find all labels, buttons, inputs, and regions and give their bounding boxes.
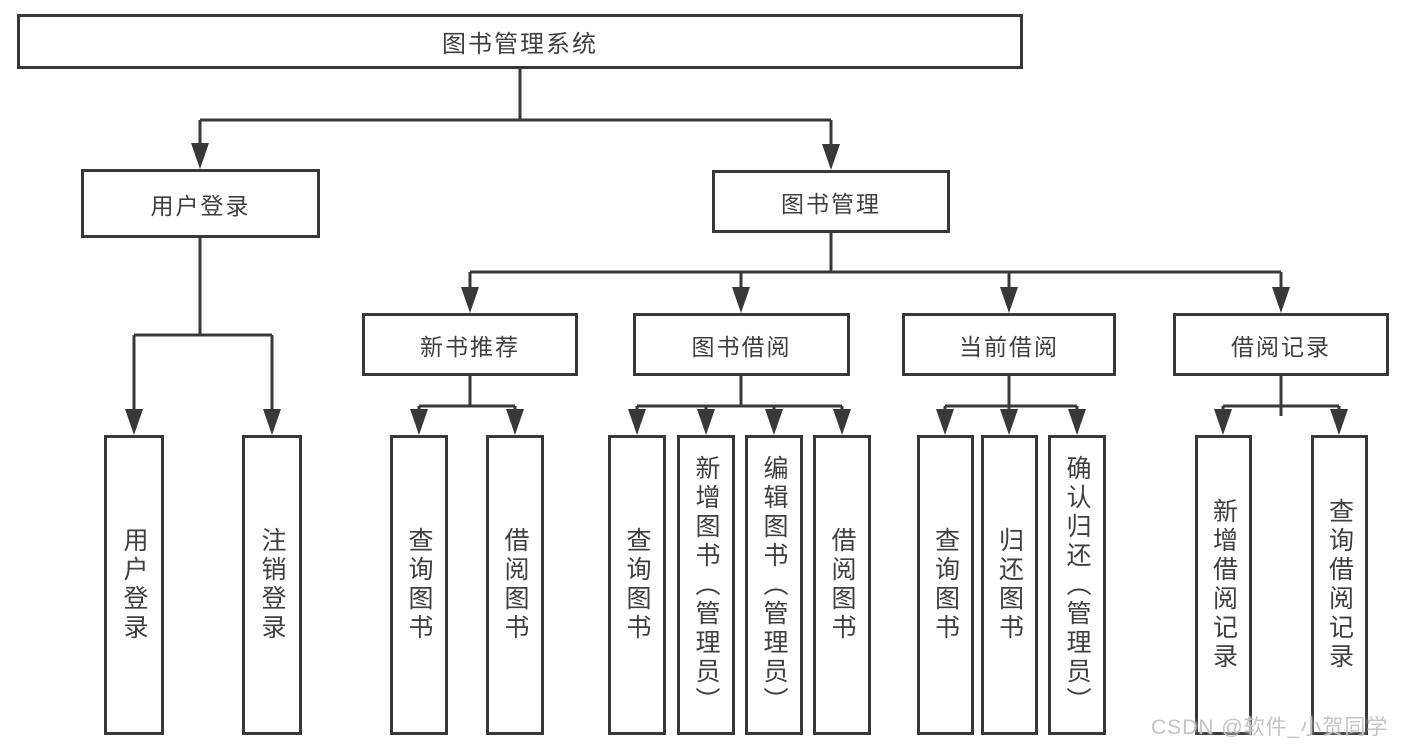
leaf-label: 新增借阅记录 — [1209, 498, 1238, 672]
leaf-label: 编辑图书（管理员） — [760, 454, 788, 716]
leaf-label: 查询图书 — [623, 527, 651, 643]
leaf-label: 确认归还（管理员） — [1063, 454, 1091, 716]
leaf-edit-books-admin: 编辑图书（管理员） — [745, 435, 803, 735]
leaf-query-books-3: 查询图书 — [917, 435, 974, 735]
node-book-management: 图书管理 — [712, 170, 950, 233]
node-new-book-recommend: 新书推荐 — [362, 313, 578, 376]
leaf-label: 注销登录 — [258, 527, 286, 643]
node-borrow-record: 借阅记录 — [1173, 313, 1389, 376]
leaf-query-borrow-record: 查询借阅记录 — [1311, 435, 1368, 735]
leaf-borrow-books-2: 借阅图书 — [813, 435, 871, 735]
leaf-confirm-return-admin: 确认归还（管理员） — [1048, 435, 1106, 735]
leaf-label: 查询图书 — [931, 527, 960, 643]
node-current-borrow: 当前借阅 — [902, 313, 1116, 376]
node-root-system: 图书管理系统 — [17, 14, 1023, 69]
leaf-label: 查询借阅记录 — [1325, 498, 1354, 672]
leaf-label: 借阅图书 — [501, 527, 529, 643]
leaf-logout: 注销登录 — [242, 435, 302, 735]
leaf-add-books-admin: 新增图书（管理员） — [677, 435, 735, 735]
node-label: 图书管理 — [781, 190, 881, 217]
leaf-label: 用户登录 — [120, 527, 148, 643]
node-user-login: 用户登录 — [81, 169, 320, 238]
node-label: 新书推荐 — [420, 333, 520, 360]
leaf-query-books-2: 查询图书 — [608, 435, 666, 735]
node-label: 图书管理系统 — [442, 31, 598, 58]
leaf-label: 借阅图书 — [828, 527, 856, 643]
node-label: 当前借阅 — [959, 333, 1059, 360]
leaf-label: 新增图书（管理员） — [692, 454, 720, 716]
node-label: 图书借阅 — [691, 333, 792, 360]
leaf-user-login: 用户登录 — [104, 435, 164, 735]
node-label: 用户登录 — [150, 192, 251, 219]
leaf-add-borrow-record: 新增借阅记录 — [1195, 435, 1252, 735]
csdn-watermark: CSDN @软件_小贺同学 — [1151, 716, 1389, 739]
arrowhead-icons — [125, 143, 1348, 435]
leaf-label: 归还图书 — [995, 527, 1024, 643]
leaf-label: 查询图书 — [405, 527, 433, 643]
leaf-query-books-1: 查询图书 — [390, 435, 448, 735]
leaf-borrow-books-1: 借阅图书 — [486, 435, 544, 735]
leaf-return-books: 归还图书 — [981, 435, 1038, 735]
node-book-borrow: 图书借阅 — [633, 313, 850, 376]
node-label: 借阅记录 — [1231, 333, 1331, 360]
